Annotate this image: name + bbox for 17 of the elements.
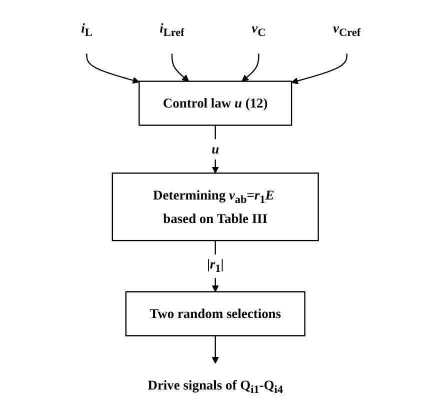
arrow bbox=[212, 336, 218, 364]
arrow bbox=[86, 54, 140, 84]
node-box: Control law u (12) bbox=[138, 80, 292, 126]
arrow bbox=[212, 125, 218, 174]
node-text: Drive signals of Q$_{i1}$-Q$_{i4}$ bbox=[147, 378, 283, 396]
node-box: Determining v$_{ab}$=r$_{1}$E based on Table III bbox=[111, 172, 319, 242]
node-text: i$_{L}$ bbox=[80, 20, 92, 40]
arrow bbox=[290, 54, 348, 84]
node-text: v$_{Cref}$ bbox=[332, 20, 360, 40]
node-text: v$_{C}$ bbox=[251, 20, 266, 40]
node-box: Two random selections bbox=[124, 291, 306, 336]
arrow bbox=[171, 54, 189, 82]
arrow bbox=[212, 240, 218, 292]
arrow bbox=[241, 54, 259, 82]
edge-label: u bbox=[211, 141, 219, 157]
edge-label: |r$_{1}$| bbox=[206, 256, 224, 276]
node-text: i$_{Lref}$ bbox=[159, 20, 184, 40]
